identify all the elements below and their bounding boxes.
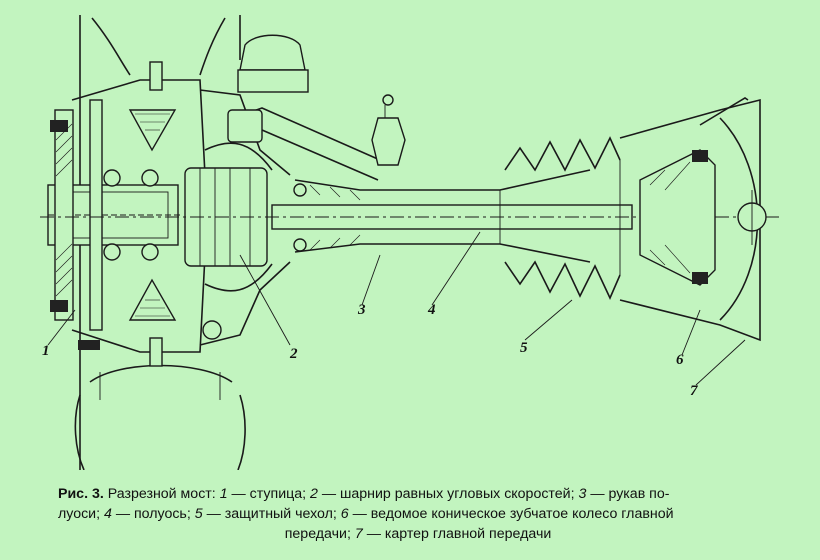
caption-label: Рис. 3. (58, 486, 104, 502)
caption-num: 5 (194, 506, 203, 522)
callout-2: 2 (290, 346, 298, 362)
axle-cross-section-drawing (40, 15, 780, 470)
caption-last-line: передачи; 7 — картер главной передачи (58, 524, 778, 544)
final-drive-housing (619, 97, 767, 342)
caption-text: — картер главной передачи (366, 526, 552, 542)
callout-4: 4 (428, 302, 436, 318)
caption-text: — рукав по- (590, 486, 670, 502)
caption-text: — полуось; (115, 506, 191, 522)
caption-text: — ступица; (231, 486, 307, 502)
caption-num: 7 (354, 526, 363, 542)
caption-num: 6 (340, 506, 349, 522)
caption-text: — шарнир равных угловых скоростей; (321, 486, 575, 502)
caption-text: луоси; (58, 506, 101, 522)
leader-lines (47, 231, 746, 386)
caption-num: 4 (104, 506, 112, 522)
caption-text: — защитный чехол; (206, 506, 337, 522)
callout-6: 6 (676, 352, 684, 368)
caption-num: 1 (219, 486, 228, 502)
caption-num: 2 (310, 486, 318, 502)
half-shaft (40, 204, 780, 230)
caption-text: передачи; (284, 526, 351, 542)
callout-1: 1 (42, 343, 50, 359)
suspension-top (227, 34, 406, 181)
callout-3: 3 (358, 302, 366, 318)
callout-5: 5 (520, 340, 528, 356)
figure-caption: Рис. 3. Разрезной мост: 1 — ступица; 2 —… (58, 484, 778, 544)
callout-7: 7 (690, 383, 698, 399)
caption-num: 3 (578, 486, 587, 502)
hub-assembly (47, 61, 206, 367)
axle-tube (294, 169, 591, 263)
caption-title: Разрезной мост: (107, 486, 216, 502)
caption-text: — ведомое коническое зубчатое колесо гла… (352, 506, 674, 522)
protective-boot (499, 136, 621, 300)
